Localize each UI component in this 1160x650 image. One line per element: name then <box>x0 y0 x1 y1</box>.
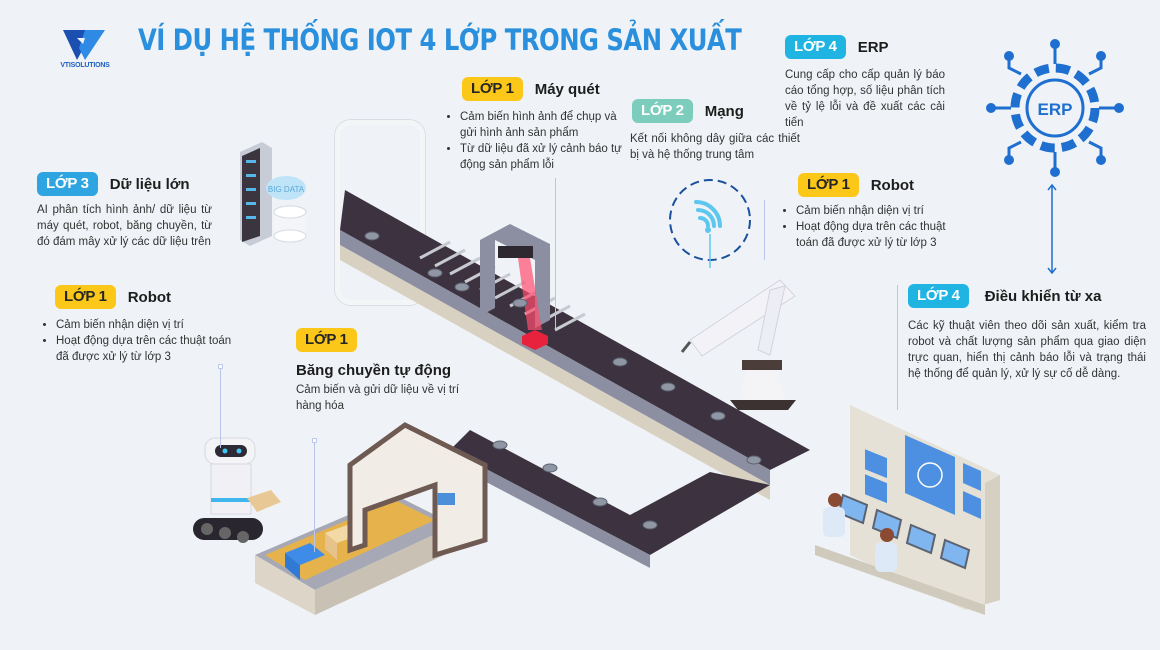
wifi-icon <box>668 178 758 268</box>
layer-badge: LỚP 1 <box>462 77 523 101</box>
block-bullets: Cảm biến nhận diện vị trí Hoạt động dựa … <box>40 317 235 365</box>
mobile-robot-illustration <box>185 430 285 555</box>
bullet-item: Cảm biến nhận diện vị trí <box>56 317 235 333</box>
block-scanner: LỚP 1 Máy quét Cảm biến hình ảnh để chụp… <box>432 77 622 173</box>
block-bigdata: LỚP 3 Dữ liệu lớn AI phân tích hình ảnh/… <box>37 172 212 250</box>
bullet-item: Cảm biến nhận diện vị trí <box>796 203 970 219</box>
connector-robot-right <box>764 200 765 260</box>
vti-logo: VTISOLUTIONS <box>55 28 115 74</box>
bullet-item: Cảm biến hình ảnh để chụp và gửi hình ản… <box>460 109 622 141</box>
block-title: Máy quét <box>534 80 600 98</box>
block-robot-left: LỚP 1 Robot Cảm biến nhận diện vị trí Ho… <box>40 285 235 365</box>
logo-text: VTISOLUTIONS <box>60 62 110 69</box>
block-title: ERP <box>857 38 889 56</box>
connector-dot <box>312 438 317 443</box>
block-network: LỚP 2 Mạng Kết nối không dây giữa các th… <box>630 99 800 163</box>
svg-text:BIG DATA: BIG DATA <box>268 185 305 194</box>
svg-text:ERP: ERP <box>1038 100 1073 119</box>
layer-badge: LỚP 1 <box>296 328 357 352</box>
erp-link-arrow-icon <box>1046 183 1058 275</box>
layer-badge: LỚP 1 <box>55 285 116 309</box>
tablet-illustration <box>335 120 425 305</box>
block-bullets: Cảm biến nhận diện vị trí Hoạt động dựa … <box>780 203 970 251</box>
connector-dot <box>218 364 223 369</box>
page-title: VÍ DỤ HỆ THỐNG IOT 4 LỚP TRONG SẢN XUẤT <box>138 24 742 58</box>
layer-badge: LỚP 2 <box>632 99 693 123</box>
connector-conveyor <box>314 442 315 552</box>
connector-remote <box>897 285 898 410</box>
block-title: Băng chuyền tự động <box>296 362 452 379</box>
layer-badge: LỚP 3 <box>37 172 98 196</box>
bullet-item: Hoạt động dựa trên các thuật toán đã đượ… <box>796 219 970 251</box>
block-title: Mạng <box>704 102 744 120</box>
connector-robot-left <box>220 368 221 448</box>
block-remote-control: LỚP 4 Điều khiển từ xa Các kỹ thuật viên… <box>908 284 1146 382</box>
block-title: Điều khiển từ xa <box>984 287 1102 305</box>
block-robot-right: LỚP 1 Robot Cảm biến nhận diện vị trí Ho… <box>780 173 970 251</box>
layer-badge: LỚP 1 <box>798 173 859 197</box>
bigdata-server-illustration: BIG DATA <box>238 140 313 250</box>
block-title: Robot <box>127 288 172 306</box>
layer-badge: LỚP 4 <box>908 284 969 308</box>
block-description: Cảm biến và gửi dữ liệu về vị trí hàng h… <box>296 384 460 412</box>
conveyor-illustration <box>250 180 830 570</box>
packaging-machine-illustration <box>255 415 495 615</box>
block-title: Dữ liệu lớn <box>109 175 190 193</box>
robot-arm-illustration <box>680 260 810 410</box>
block-conveyor: LỚP 1 Băng chuyền tự động Cảm biến và gử… <box>296 328 461 414</box>
control-room-illustration <box>805 395 1005 620</box>
bullet-item: Hoạt động dựa trên các thuật toán đã đượ… <box>56 333 235 365</box>
logo-v-icon <box>63 30 105 60</box>
block-description: Kết nối không dây giữa các thiết bị và h… <box>630 133 800 161</box>
block-bullets: Cảm biến hình ảnh để chụp và gửi hình ản… <box>432 109 622 173</box>
block-description: Cung cấp cho cấp quản lý báo cáo tổng hợ… <box>785 69 945 129</box>
erp-gear-icon: ERP <box>985 38 1125 178</box>
block-title: Robot <box>870 176 915 194</box>
block-erp: LỚP 4 ERP Cung cấp cho cấp quản lý báo c… <box>785 35 945 131</box>
block-description: Các kỹ thuật viên theo dõi sản xuất, kiể… <box>908 320 1146 380</box>
layer-badge: LỚP 4 <box>785 35 846 59</box>
block-description: AI phân tích hình ảnh/ dữ liệu từ máy qu… <box>37 204 212 248</box>
connector-scanner <box>555 178 556 328</box>
bullet-item: Từ dữ liệu đã xử lý cảnh báo tự động sản… <box>460 141 622 173</box>
